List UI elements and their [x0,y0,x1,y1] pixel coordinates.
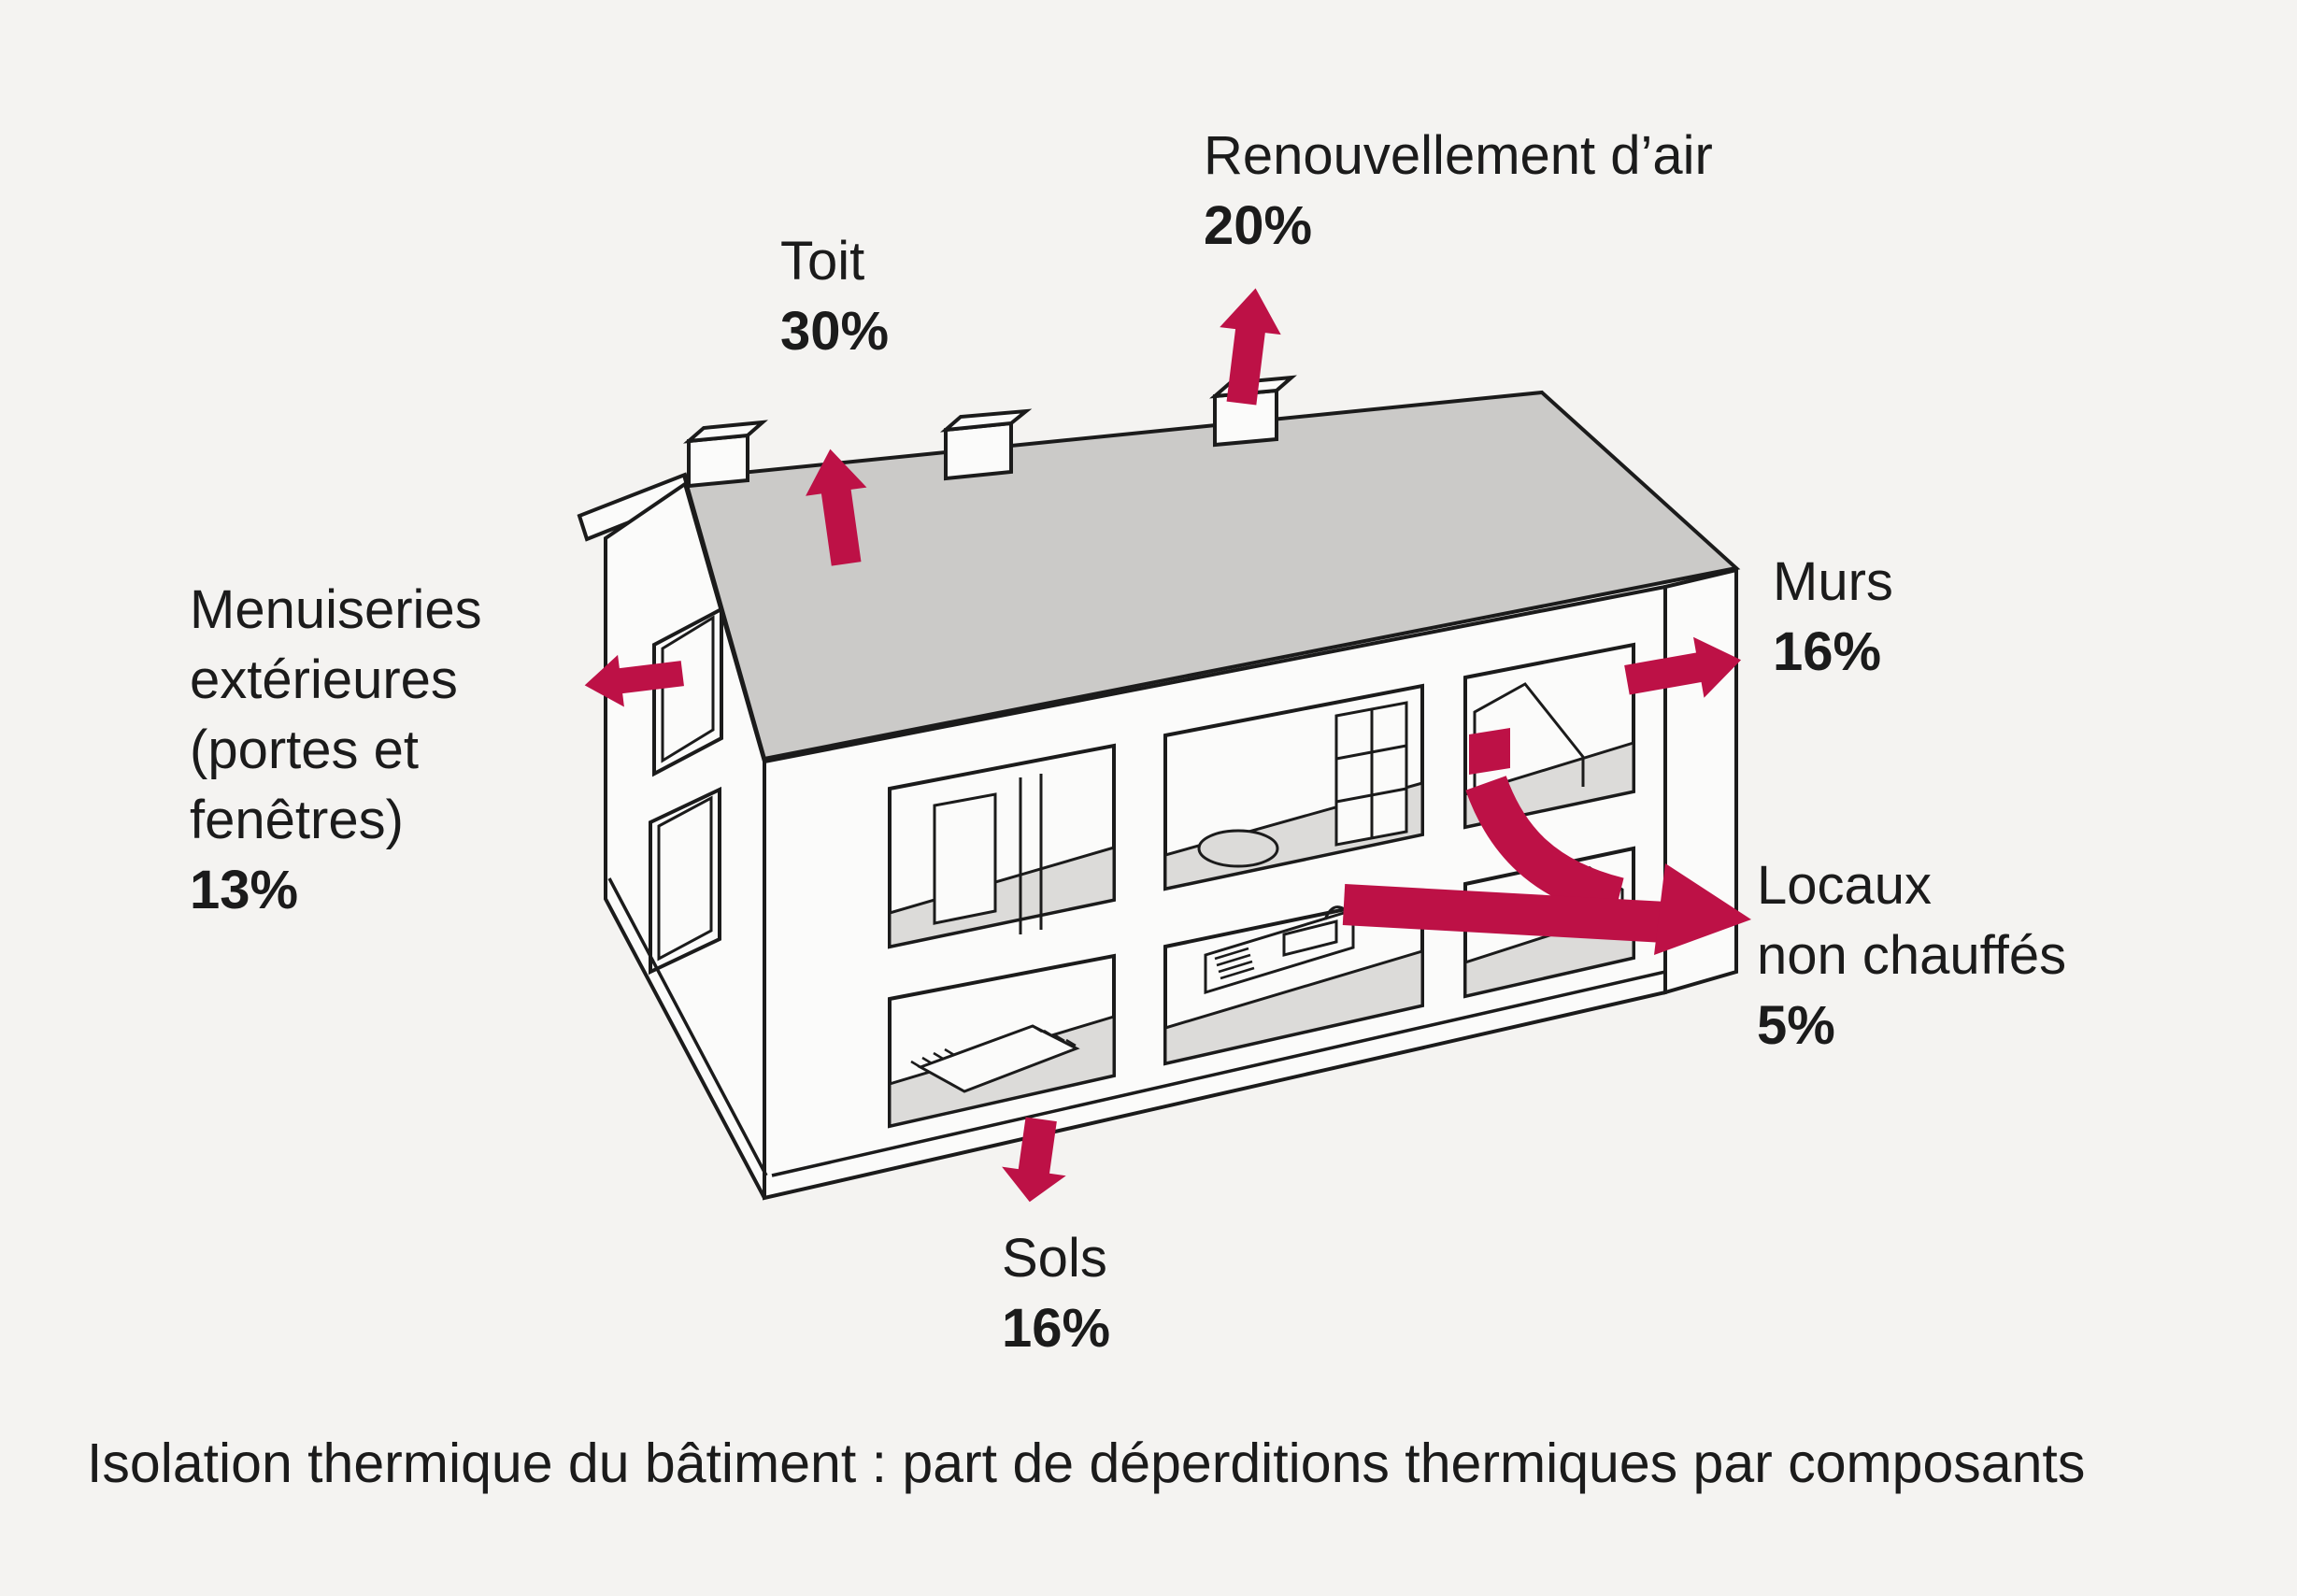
bed [917,1024,1080,1093]
figure-caption: Isolation thermique du bâtiment : part d… [87,1432,2086,1494]
label-title: fenêtres) [190,790,404,850]
locaux-flow-arrow [1342,775,1751,955]
label-value: 20% [1204,195,1313,256]
label-title: extérieures [190,649,458,710]
bottom-slab-edge-front [771,970,1666,1177]
gable-window-lower-inner [657,795,713,962]
heat-flow-start [1469,728,1510,775]
label-title: Sols [1002,1228,1107,1289]
room-floor [1163,948,1424,1065]
kitchen-sink [1282,919,1338,957]
room-bathroom [1163,683,1424,891]
label-title: Locaux [1757,855,1933,916]
label-title: Toit [780,231,865,292]
label-title: (portes et [190,720,419,780]
label-value: 16% [1002,1298,1111,1359]
label-value: 30% [780,301,890,362]
room-bedroom [888,953,1116,1129]
label-title: Menuiseries [190,579,482,640]
chimney-middle [939,408,1033,481]
label-toit: Toit 30% [780,226,889,366]
room-kitchen [1163,891,1424,1066]
label-menuiseries: Menuiseries extérieures (portes et fenêt… [190,575,482,925]
gable-window-upper-inner [661,615,715,763]
gable-window-upper [652,606,723,777]
label-title: non chauffés [1757,925,2067,986]
label-title: Renouvellement d’air [1204,125,1713,186]
chimney-left [683,420,768,489]
label-value: 5% [1757,995,1835,1056]
bottom-slab-edge-gable [607,877,768,1176]
shelving-unit [1334,701,1408,847]
label-title: Murs [1773,551,1893,612]
label-value: 16% [1773,621,1882,682]
label-value: 13% [190,860,299,920]
kitchen-faucet [1323,905,1347,920]
bed-fringe [910,1024,1077,1069]
gable-window-lower [649,786,721,976]
room-upper-left [888,743,1116,949]
kitchen-grill [1214,947,1255,980]
label-locaux: Locaux non chauffés 5% [1757,850,2066,1061]
round-table [1197,829,1279,868]
label-sols: Sols 16% [1002,1223,1110,1363]
label-murs: Murs 16% [1773,547,1893,687]
wardrobe [933,792,997,925]
label-renouvellement: Renouvellement d’air 20% [1204,121,1713,261]
